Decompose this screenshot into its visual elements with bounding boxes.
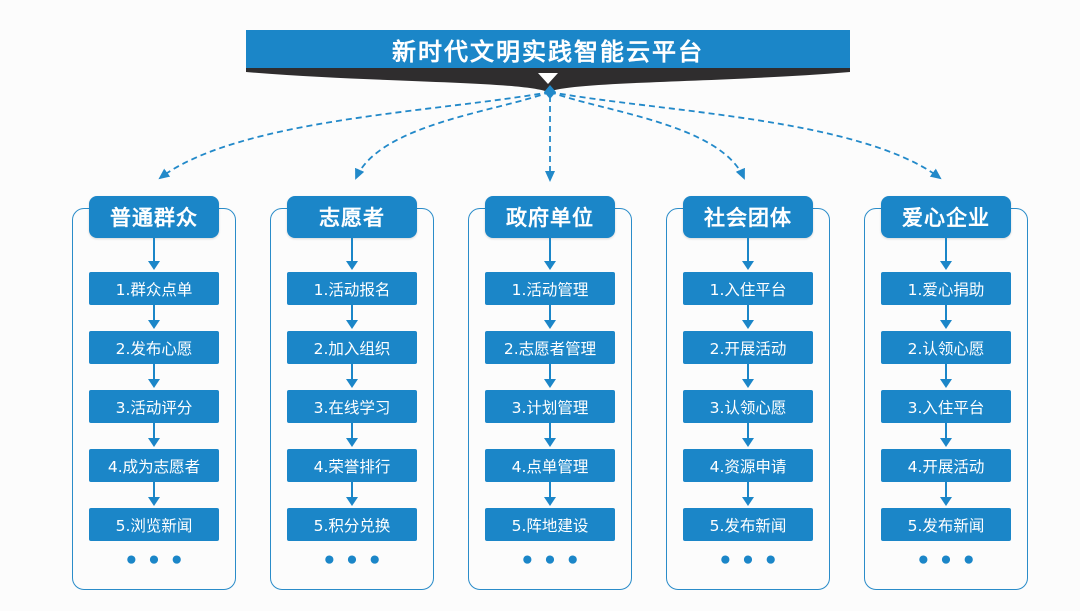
down-arrow-icon	[350, 238, 354, 261]
dashed-arrow-to-social-group	[549, 91, 745, 180]
flow-step: 2.发布心愿	[89, 331, 219, 364]
flow-step: 5.积分兑换	[287, 508, 417, 541]
flow-step: 1.活动报名	[287, 272, 417, 305]
flow-step: 4.开展活动	[881, 449, 1011, 482]
flow-step: 2.认领心愿	[881, 331, 1011, 364]
column-government: 政府单位 1.活动管理 2.志愿者管理 3.计划管理 4.点单管理 5.阵地建设…	[468, 196, 632, 590]
down-arrow-icon	[746, 423, 750, 438]
flow-step: 3.入住平台	[881, 390, 1011, 423]
column-enterprise: 爱心企业 1.爱心捐助 2.认领心愿 3.入住平台 4.开展活动 5.发布新闻 …	[864, 196, 1028, 590]
flow-step: 3.在线学习	[287, 390, 417, 423]
down-arrow-icon	[350, 482, 354, 497]
column-public: 普通群众 1.群众点单 2.发布心愿 3.活动评分 4.成为志愿者 5.浏览新闻…	[72, 196, 236, 590]
more-dots: •••	[321, 548, 391, 574]
flow-step: 4.成为志愿者	[89, 449, 219, 482]
flow-step: 1.活动管理	[485, 272, 615, 305]
column-volunteer: 志愿者 1.活动报名 2.加入组织 3.在线学习 4.荣誉排行 5.积分兑换 •…	[270, 196, 434, 590]
flow-step: 2.加入组织	[287, 331, 417, 364]
column-header: 政府单位	[485, 196, 615, 238]
column-header: 普通群众	[89, 196, 219, 238]
down-arrow-icon	[152, 238, 156, 261]
down-arrow-icon	[152, 305, 156, 320]
down-arrow-icon	[548, 238, 552, 261]
flow-step: 3.活动评分	[89, 390, 219, 423]
banner-chevron-ribbon	[246, 68, 850, 92]
flow-step: 4.点单管理	[485, 449, 615, 482]
column-social-group: 社会团体 1.入住平台 2.开展活动 3.认领心愿 4.资源申请 5.发布新闻 …	[666, 196, 830, 590]
flow-step: 5.阵地建设	[485, 508, 615, 541]
down-arrow-icon	[152, 364, 156, 379]
down-arrow-icon	[350, 364, 354, 379]
down-arrow-icon	[746, 305, 750, 320]
dashed-arrow-to-enterprise	[549, 91, 942, 180]
down-arrow-icon	[944, 364, 948, 379]
flow-step: 3.认领心愿	[683, 390, 813, 423]
flow-step: 3.计划管理	[485, 390, 615, 423]
down-arrow-icon	[944, 305, 948, 320]
down-arrow-icon	[548, 423, 552, 438]
more-dots: •••	[717, 548, 787, 574]
down-arrow-icon	[152, 482, 156, 497]
down-arrow-icon	[746, 238, 750, 261]
flow-step: 5.发布新闻	[683, 508, 813, 541]
column-header: 志愿者	[287, 196, 417, 238]
dashed-arrow-to-public	[158, 91, 551, 180]
flow-step: 2.志愿者管理	[485, 331, 615, 364]
flow-step: 4.荣誉排行	[287, 449, 417, 482]
dashed-arrow-to-volunteer	[355, 91, 551, 180]
down-arrow-icon	[350, 305, 354, 320]
down-arrow-icon	[944, 482, 948, 497]
down-arrow-icon	[548, 364, 552, 379]
more-dots: •••	[915, 548, 985, 574]
flow-step: 1.群众点单	[89, 272, 219, 305]
flow-step: 1.爱心捐助	[881, 272, 1011, 305]
flow-step: 5.浏览新闻	[89, 508, 219, 541]
down-arrow-icon	[548, 305, 552, 320]
column-header: 社会团体	[683, 196, 813, 238]
more-dots: •••	[519, 548, 589, 574]
down-arrow-icon	[152, 423, 156, 438]
down-arrow-icon	[746, 364, 750, 379]
down-arrow-icon	[944, 238, 948, 261]
down-arrow-icon	[746, 482, 750, 497]
platform-title-banner: 新时代文明实践智能云平台	[246, 30, 850, 68]
down-arrow-icon	[548, 482, 552, 497]
down-arrow-icon	[350, 423, 354, 438]
flow-step: 4.资源申请	[683, 449, 813, 482]
flow-step: 2.开展活动	[683, 331, 813, 364]
down-triangle-icon	[538, 73, 558, 84]
flow-step: 5.发布新闻	[881, 508, 1011, 541]
down-arrow-icon	[944, 423, 948, 438]
more-dots: •••	[123, 548, 193, 574]
flow-step: 1.入住平台	[683, 272, 813, 305]
column-header: 爱心企业	[881, 196, 1011, 238]
